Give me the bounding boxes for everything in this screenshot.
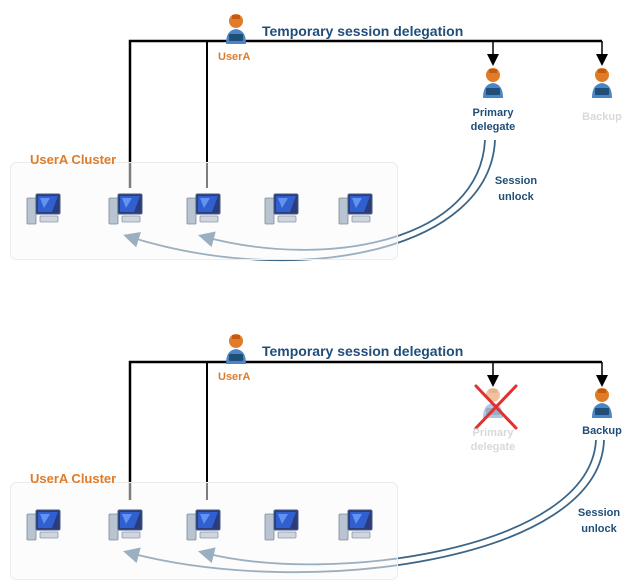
workstation-icon (264, 193, 299, 225)
workstation-icon (186, 193, 221, 225)
backup-label: Backup (582, 111, 622, 123)
backup-delegate-icon (592, 68, 612, 98)
workstation-icon (108, 193, 143, 225)
primary-label-line-2: delegate (470, 441, 516, 453)
primary-delegate-icon (483, 68, 503, 98)
panel-title: Temporary session delegation (262, 23, 464, 39)
workstation-icon (26, 509, 61, 541)
workstation-icon (108, 509, 143, 541)
session-unlock-label: Session unlock (572, 505, 625, 537)
backup-delegate-icon (592, 388, 612, 418)
session-unlock-label: Session unlock (489, 173, 543, 205)
person-icon (226, 334, 246, 364)
workstation-icon (186, 509, 221, 541)
workstation-icon (338, 509, 373, 541)
unlock-label-line-1: Session (494, 175, 538, 187)
cluster-label: UserA Cluster (30, 152, 117, 167)
cluster-box (10, 482, 398, 580)
backup-label: Backup (582, 425, 622, 437)
cluster-label: UserA Cluster (30, 471, 117, 486)
unavailable-cross-icon (474, 384, 518, 430)
primary-label-line-1: Primary (472, 107, 514, 119)
workstation-icon (26, 193, 61, 225)
unlock-label-line-1: Session (577, 507, 621, 519)
workstation-icon (264, 509, 299, 541)
primary-delegate-label: Primary delegate (466, 106, 520, 134)
unlock-label-line-2: unlock (498, 191, 534, 203)
primary-delegate-label: Primary delegate (466, 426, 520, 454)
user-label: UserA (218, 51, 251, 63)
primary-label-line-2: delegate (470, 121, 516, 133)
workstation-icon (338, 193, 373, 225)
user-label: UserA (218, 371, 251, 383)
panel-title: Temporary session delegation (262, 343, 464, 359)
unlock-label-line-2: unlock (581, 523, 617, 535)
primary-label-line-1: Primary (472, 427, 514, 439)
person-icon (226, 14, 246, 44)
